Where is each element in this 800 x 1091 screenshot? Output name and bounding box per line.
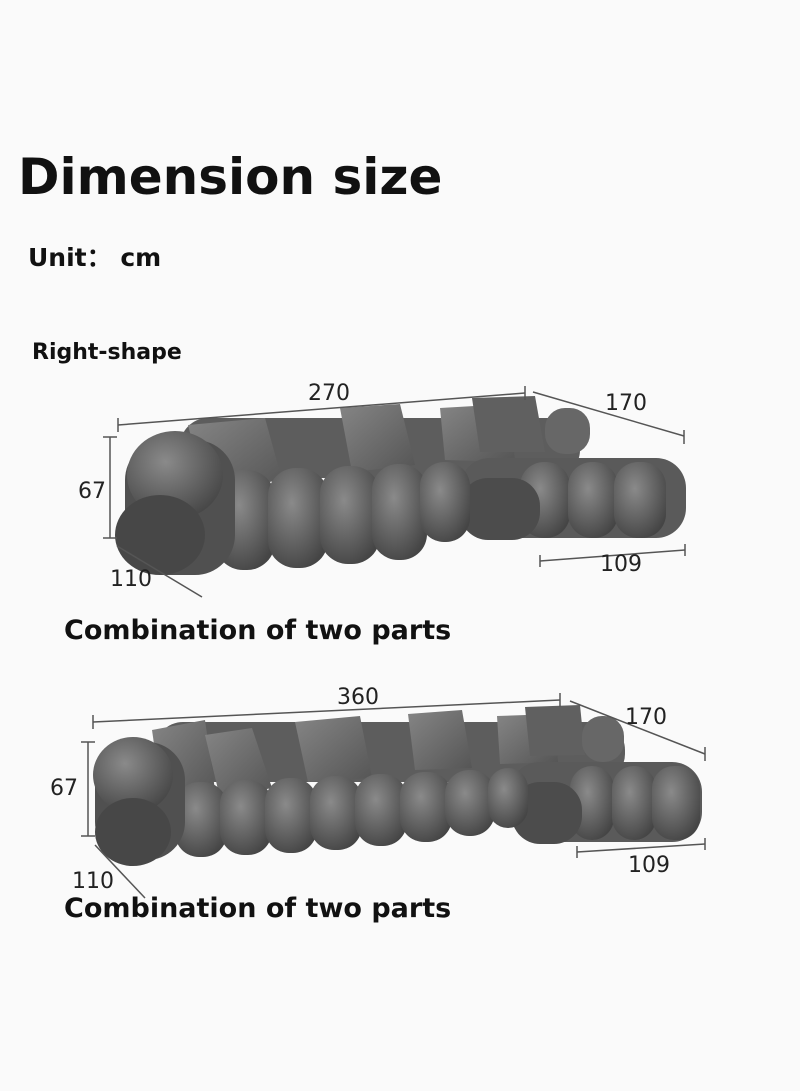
height-label-2: 67 <box>50 776 78 801</box>
width-label-1: 270 <box>308 381 350 406</box>
sofa-1-dimension-lines <box>103 386 686 598</box>
depth-label-2: 110 <box>72 869 114 894</box>
width-label-2: 360 <box>337 685 379 710</box>
page-title: Dimension size <box>18 148 443 206</box>
unit-label: Unit： cm <box>28 243 162 272</box>
chaise-width-label-2: 109 <box>628 853 670 878</box>
sofa-2-seat <box>93 737 528 866</box>
sofa-1-seat <box>115 431 470 575</box>
sofa-1-chaise <box>460 408 686 540</box>
sofa-2-chaise <box>510 716 702 844</box>
caption-2: Combination of two parts <box>64 893 452 924</box>
chaise-depth-label-2: 170 <box>625 705 667 730</box>
depth-label-1: 110 <box>110 567 152 592</box>
shape-label: Right-shape <box>32 340 182 365</box>
caption-1: Combination of two parts <box>64 615 452 646</box>
chaise-width-label-1: 109 <box>600 552 642 577</box>
chaise-depth-label-1: 170 <box>605 391 647 416</box>
height-label-1: 67 <box>78 479 106 504</box>
sofa-2-dimension-lines <box>81 693 706 899</box>
